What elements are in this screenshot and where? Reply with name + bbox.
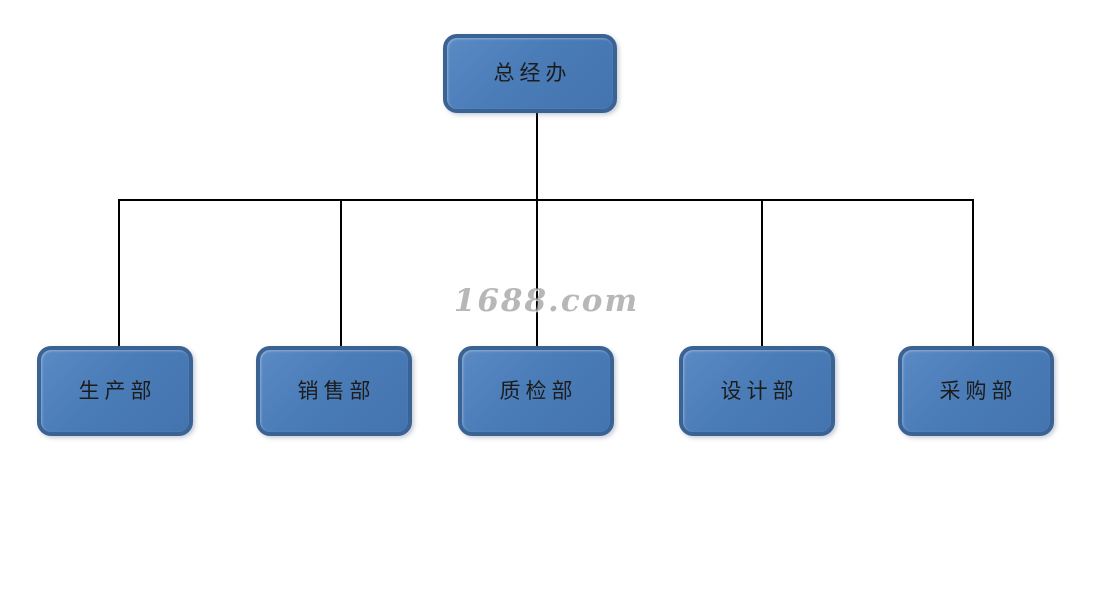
org-node-sales-dept: 销售部 [256, 346, 412, 436]
connector-root-stem [536, 113, 538, 201]
org-node-purchasing-dept: 采购部 [898, 346, 1054, 436]
org-node-label: 采购部 [939, 378, 1018, 403]
org-node-quality-inspection-dept: 质检部 [458, 346, 614, 436]
connector-drop-design [761, 201, 763, 346]
org-node-label: 总经办 [493, 61, 572, 85]
connector-horizontal-bar [118, 199, 974, 201]
connector-drop-quality [536, 201, 538, 346]
org-node-label: 质检部 [499, 378, 578, 403]
watermark-text: 1688.com [453, 283, 640, 319]
connector-drop-purchasing [972, 201, 974, 346]
org-node-label: 生产部 [78, 378, 157, 403]
connector-drop-sales [340, 201, 342, 346]
org-node-production-dept: 生产部 [37, 346, 193, 436]
org-node-label: 设计部 [720, 378, 799, 403]
org-node-design-dept: 设计部 [679, 346, 835, 436]
connector-drop-production [118, 201, 120, 346]
org-node-label: 销售部 [297, 378, 376, 403]
org-node-general-manager-office: 总经办 [443, 34, 617, 113]
